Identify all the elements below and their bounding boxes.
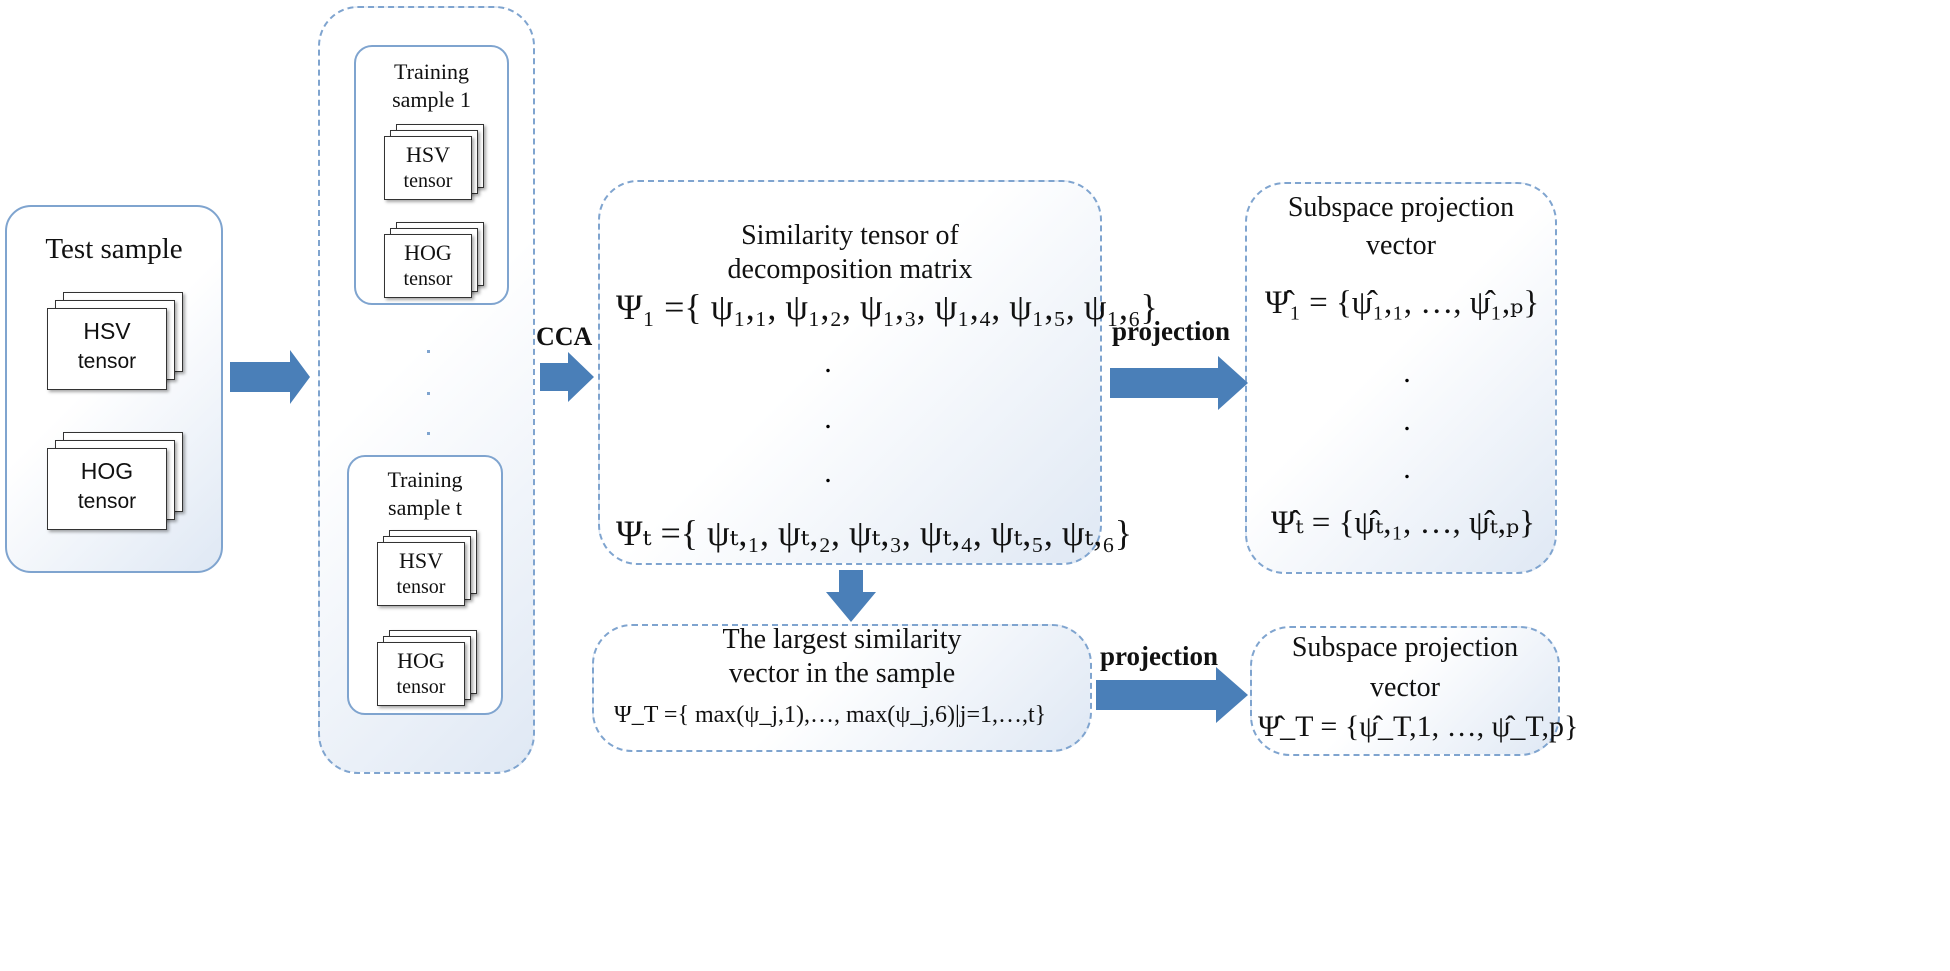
tr1-hsv-label-1: HSV: [405, 142, 450, 167]
largest-similarity-box: The largest similarity vector in the sam…: [592, 624, 1092, 752]
subspace-dot-3: .: [1403, 452, 1411, 485]
subspace-top-formula-t: Ψ̂ₜ = {ψ̂ₜ,₁, …, ψ̂ₜ,ₚ}: [1271, 505, 1536, 541]
test-hog-card: HOG tensor: [47, 448, 167, 530]
largest-title-1: The largest similarity: [722, 624, 962, 655]
projection-top-label: projection: [1112, 316, 1230, 346]
training-sample-1-title-2: sample 1: [392, 87, 471, 112]
training-sample-t-title-2: sample t: [388, 495, 462, 520]
training-sample-1-title-1: Training: [394, 59, 469, 84]
subspace-bottom-title-2: vector: [1370, 672, 1440, 703]
arrow-test-to-training: [230, 350, 310, 404]
subspace-bottom-title-1: Subspace projection: [1291, 632, 1519, 663]
tr1-hog-label-2: tensor: [403, 268, 453, 290]
similarity-dot-2: .: [824, 402, 832, 435]
training-sample-1-box: Training sample 1 HSV tensor HOG tensor: [354, 45, 509, 305]
similarity-dot-3: .: [824, 456, 832, 489]
cca-label: CCA: [536, 322, 593, 351]
training-ellipsis-dot-3: [427, 432, 430, 435]
training-sample-t-title-1: Training: [387, 467, 463, 492]
similarity-title-2: decomposition matrix: [727, 254, 973, 285]
training-ellipsis-dot-1: [427, 350, 430, 353]
subspace-top-title-2: vector: [1366, 230, 1436, 261]
training-sample-t-box: Training sample t HSV tensor HOG tensor: [347, 455, 503, 715]
subspace-top-formula-1: Ψ̂₁ = {ψ̂₁,₁, …, ψ̂₁,ₚ}: [1265, 285, 1540, 321]
test-hsv-label-1: HSV: [83, 318, 131, 344]
test-sample-box: Test sample HSV tensor HOG tensor: [5, 205, 223, 573]
tr1-hog-card: HOG tensor: [384, 234, 472, 298]
subspace-dot-2: .: [1403, 404, 1411, 437]
largest-formula: Ψ_T ={ max(ψ_j,1),…, max(ψ_j,6)|j=1,…,t}: [614, 702, 1047, 728]
test-hog-label-1: HOG: [80, 458, 134, 484]
similarity-formula-1: Ψ₁ ={ ψ₁,₁, ψ₁,₂, ψ₁,₃, ψ₁,₄, ψ₁,₅, ψ₁,₆…: [616, 287, 1158, 327]
training-ellipsis-dot-2: [427, 392, 430, 395]
trt-hog-card: HOG tensor: [377, 642, 465, 706]
subspace-bottom-formula: Ψ̂_T = {ψ̂_T,1, …, ψ̂_T,p}: [1258, 710, 1579, 743]
trt-hsv-label-1: HSV: [398, 548, 443, 573]
arrow-projection-top: [1110, 356, 1248, 410]
trt-hog-label-2: tensor: [396, 676, 446, 698]
tr1-hsv-card: HSV tensor: [384, 136, 472, 200]
largest-title-2: vector in the sample: [728, 658, 956, 689]
tr1-hsv-label-2: tensor: [403, 170, 453, 192]
test-hsv-label-2: tensor: [77, 350, 137, 373]
subspace-top-title-1: Subspace projection: [1287, 192, 1515, 223]
similarity-dot-1: .: [824, 346, 832, 379]
test-hog-label-2: tensor: [77, 490, 137, 513]
subspace-projection-top-box: Subspace projection vector Ψ̂₁ = {ψ̂₁,₁,…: [1245, 182, 1557, 574]
subspace-dot-1: .: [1403, 356, 1411, 389]
arrow-cca: [540, 352, 594, 402]
subspace-projection-bottom-box: Subspace projection vector Ψ̂_T = {ψ̂_T,…: [1250, 626, 1578, 756]
trt-hsv-label-2: tensor: [396, 576, 446, 598]
trt-hsv-card: HSV tensor: [377, 542, 465, 606]
similarity-formula-t: Ψₜ ={ ψₜ,₁, ψₜ,₂, ψₜ,₃, ψₜ,₄, ψₜ,₅, ψₜ,₆…: [616, 513, 1133, 553]
trt-hog-label-1: HOG: [397, 648, 445, 673]
tr1-hog-label-1: HOG: [404, 240, 452, 265]
test-hsv-card: HSV tensor: [47, 308, 167, 390]
arrow-projection-bottom: [1096, 667, 1248, 723]
test-sample-title: Test sample: [45, 233, 183, 265]
projection-bottom-label: projection: [1100, 641, 1218, 671]
similarity-title-1: Similarity tensor of: [741, 220, 959, 251]
similarity-tensor-box: Similarity tensor of decomposition matri…: [598, 180, 1158, 565]
arrow-down-to-largest: [826, 570, 876, 622]
training-samples-box: Training sample 1 HSV tensor HOG tensor …: [318, 6, 535, 774]
